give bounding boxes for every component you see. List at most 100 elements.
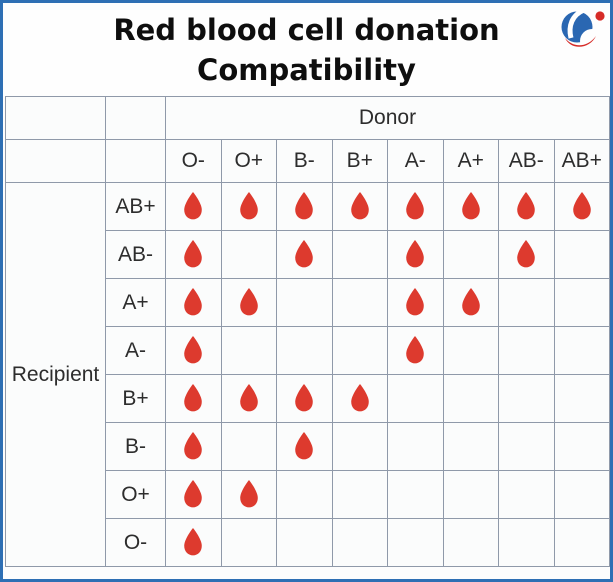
blood-drop-icon: [388, 239, 442, 270]
compatible-cell: [165, 374, 222, 423]
donor-type-col-header: O-: [165, 139, 222, 183]
incompatible-cell: [498, 374, 555, 423]
blood-drop-icon: [499, 191, 553, 222]
incompatible-cell: [387, 422, 444, 471]
recipient-type-row-header: O+: [105, 470, 166, 519]
recipient-row-ab-neg: AB-: [6, 230, 610, 279]
incompatible-cell: [498, 422, 555, 471]
incompatible-cell: [220, 422, 277, 471]
incompatible-cell: [331, 518, 388, 567]
incompatible-cell: [387, 518, 444, 567]
incompatible-cell: [553, 278, 610, 327]
donor-type-col-header: AB+: [553, 139, 610, 183]
recipient-row-o-pos: O+: [6, 470, 610, 519]
recipient-row-b-neg: B-: [6, 422, 610, 471]
recipient-row-a-pos: A+: [6, 278, 610, 327]
recipient-type-row-header: B-: [105, 422, 166, 471]
donor-type-col-header: B-: [276, 139, 333, 183]
compatible-cell: [276, 230, 333, 279]
compatible-cell: [276, 182, 333, 231]
incompatible-cell: [498, 278, 555, 327]
blood-drop-icon: [277, 191, 331, 222]
incompatible-cell: [442, 230, 499, 279]
recipient-type-row-header: A+: [105, 278, 166, 327]
blood-drop-icon: [166, 383, 220, 414]
compatible-cell: [220, 470, 277, 519]
blood-drop-icon: [166, 431, 220, 462]
compatible-cell: [276, 422, 333, 471]
incompatible-cell: [220, 326, 277, 375]
compatible-cell: [220, 278, 277, 327]
incompatible-cell: [276, 278, 333, 327]
incompatible-cell: [553, 422, 610, 471]
incompatible-cell: [498, 470, 555, 519]
compatibility-table: Donor O- O+ B- B+ A- A+ AB- AB+ Recipien…: [5, 96, 610, 567]
blood-drop-icon: [555, 191, 609, 222]
compatible-cell: [442, 182, 499, 231]
compatible-cell: [165, 278, 222, 327]
incompatible-cell: [276, 326, 333, 375]
blood-drop-icon: [499, 239, 553, 270]
compatible-cell: [553, 182, 610, 231]
incompatible-cell: [442, 518, 499, 567]
blood-drop-icon: [444, 191, 498, 222]
incompatible-cell: [498, 326, 555, 375]
donor-header-row: Donor: [5, 96, 610, 140]
incompatible-cell: [331, 422, 388, 471]
recipient-type-row-header: O-: [105, 518, 166, 567]
blood-drop-icon: [222, 287, 276, 318]
compatible-cell: [165, 230, 222, 279]
compatible-cell: [387, 326, 444, 375]
corner-cell-left2: [5, 139, 106, 183]
incompatible-cell: [387, 374, 444, 423]
donor-type-col-header: B+: [331, 139, 388, 183]
blood-drop-icon: [222, 191, 276, 222]
corner-cell-left: [5, 96, 106, 140]
incompatible-cell: [442, 470, 499, 519]
compatible-cell: [498, 230, 555, 279]
donor-type-col-header: A-: [387, 139, 444, 183]
compatible-cell: [220, 374, 277, 423]
compatible-cell: [165, 518, 222, 567]
recipient-row-b-pos: B+: [6, 374, 610, 423]
compatible-cell: [498, 182, 555, 231]
blood-drop-icon: [166, 479, 220, 510]
compatible-cell: [165, 470, 222, 519]
recipient-type-row-header: AB-: [105, 230, 166, 279]
donor-type-col-header: AB-: [498, 139, 555, 183]
incompatible-cell: [331, 470, 388, 519]
incompatible-cell: [442, 374, 499, 423]
incompatible-cell: [331, 326, 388, 375]
blood-drop-icon: [277, 431, 331, 462]
incompatible-cell: [276, 470, 333, 519]
incompatible-cell: [553, 326, 610, 375]
compatible-cell: [387, 278, 444, 327]
incompatible-cell: [553, 470, 610, 519]
incompatible-cell: [331, 278, 388, 327]
recipient-row-o-neg: O-: [6, 518, 610, 567]
corner-cell-labels: [105, 96, 166, 140]
compatible-cell: [442, 278, 499, 327]
compatible-cell: [165, 326, 222, 375]
blood-drop-icon: [388, 287, 442, 318]
donor-type-col-header: O+: [220, 139, 277, 183]
donor-axis-label: Donor: [165, 96, 610, 140]
incompatible-cell: [553, 518, 610, 567]
compatible-cell: [220, 182, 277, 231]
blood-drop-icon: [388, 191, 442, 222]
incompatible-cell: [442, 326, 499, 375]
blood-drop-icon: [166, 287, 220, 318]
compatible-cell: [165, 182, 222, 231]
blood-drop-icon: [333, 191, 387, 222]
blood-drop-icon: [222, 383, 276, 414]
incompatible-cell: [498, 518, 555, 567]
recipient-axis-label: Recipient: [5, 182, 106, 567]
donor-type-col-header: A+: [442, 139, 499, 183]
incompatible-cell: [553, 230, 610, 279]
blood-drop-icon: [166, 527, 220, 558]
incompatible-cell: [553, 374, 610, 423]
page-title-line2: Compatibility: [197, 53, 416, 87]
